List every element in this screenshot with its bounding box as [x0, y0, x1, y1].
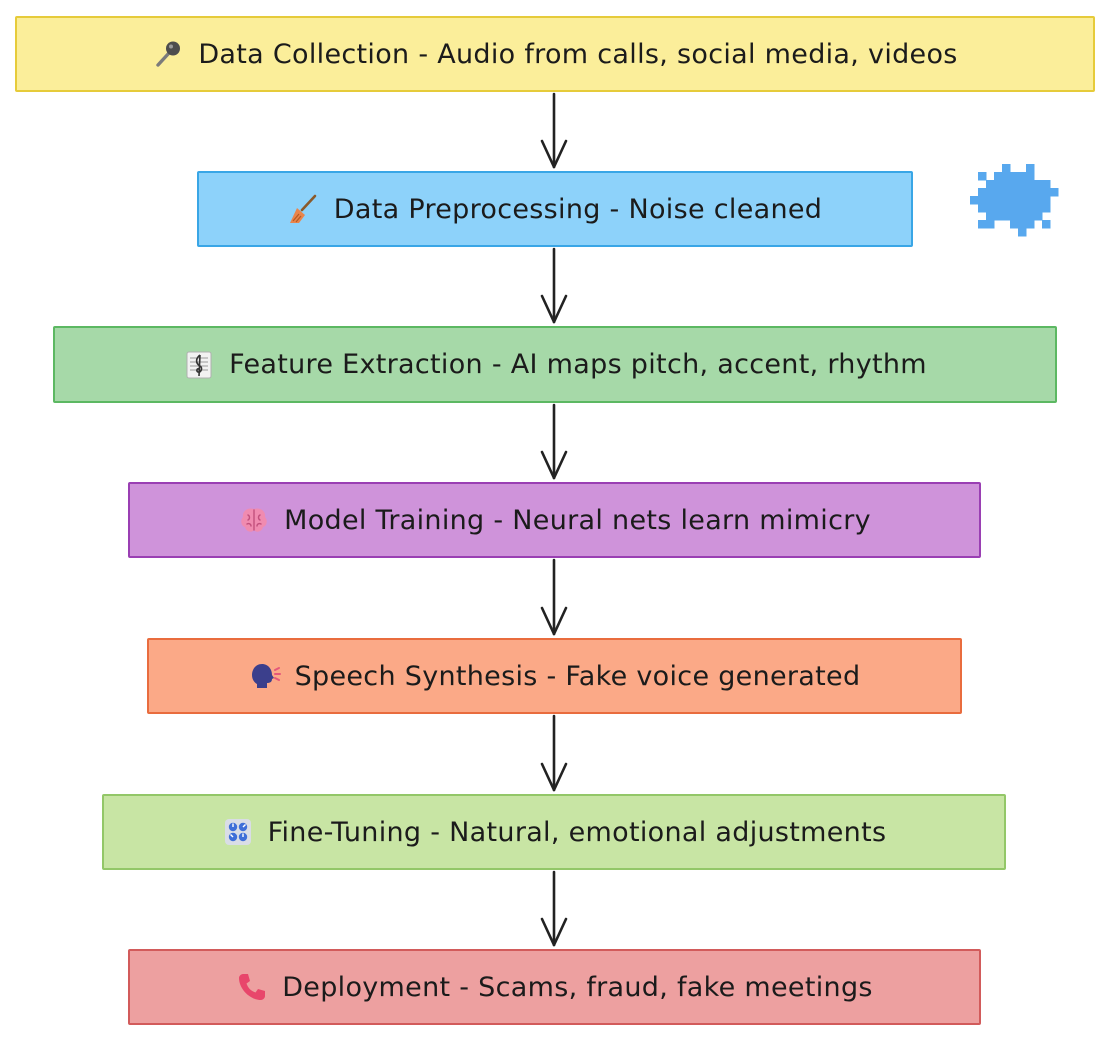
flow-arrow-head	[540, 606, 568, 636]
step-label: Data Collection - Audio from calls, soci…	[198, 38, 958, 70]
step-deployment: Deployment - Scams, fraud, fake meetings	[128, 949, 981, 1025]
logo-pixel	[986, 220, 995, 229]
logo-pixel	[1018, 228, 1027, 237]
logo-pixel	[1010, 180, 1019, 189]
step-label: Deployment - Scams, fraud, fake meetings	[282, 971, 873, 1003]
logo-pixel	[1018, 212, 1027, 221]
step-feature-extraction: Feature Extraction - AI maps pitch, acce…	[53, 326, 1057, 403]
step-label: Feature Extraction - AI maps pitch, acce…	[229, 349, 927, 380]
sheet-music-icon	[183, 349, 215, 381]
logo-pixel	[994, 188, 1003, 197]
logo-pixel	[1026, 220, 1035, 229]
step-data-collection: Data Collection - Audio from calls, soci…	[15, 16, 1095, 92]
logo-pixel	[1002, 196, 1011, 205]
logo-pixel	[1034, 204, 1043, 213]
logo-pixel	[1002, 212, 1011, 221]
logo-pixel	[978, 220, 987, 229]
brain-icon	[238, 504, 270, 536]
logo-pixel	[1042, 188, 1051, 197]
logo-pixel	[1026, 172, 1035, 181]
flow-arrow-head	[540, 139, 568, 169]
logo-pixel	[1018, 220, 1027, 229]
broom-icon	[288, 193, 320, 225]
step-label: Data Preprocessing - Noise cleaned	[333, 193, 823, 225]
logo-pixel	[986, 204, 995, 213]
flow-arrow-head	[540, 917, 568, 947]
logo-pixel	[1018, 204, 1027, 213]
logo-pixel	[986, 212, 995, 221]
microphone-icon	[152, 38, 184, 70]
logo-pixel	[1050, 188, 1059, 197]
logo-pixel	[1026, 188, 1035, 197]
logo-pixel	[1026, 212, 1035, 221]
logo-pixel	[1018, 172, 1027, 181]
logo-pixel	[1034, 212, 1043, 221]
flow-arrow-head	[540, 450, 568, 480]
logo-pixel	[978, 196, 987, 205]
logo-pixel	[1010, 196, 1019, 205]
pixel-blob-logo	[968, 162, 1060, 246]
logo-pixel	[1018, 180, 1027, 189]
logo-pixel	[1010, 212, 1019, 221]
logo-pixel	[986, 196, 995, 205]
logo-pixel	[1010, 220, 1019, 229]
logo-pixel	[994, 204, 1003, 213]
step-speech-synthesis: Speech Synthesis - Fake voice generated	[147, 638, 962, 714]
logo-pixel	[970, 196, 979, 205]
logo-pixel	[978, 172, 987, 181]
logo-pixel	[1002, 164, 1011, 173]
logo-pixel	[994, 212, 1003, 221]
step-model-training: Model Training - Neural nets learn mimic…	[128, 482, 981, 558]
logo-pixel	[1018, 196, 1027, 205]
logo-pixel	[1026, 196, 1035, 205]
logo-pixel	[986, 180, 995, 189]
logo-pixel	[1042, 196, 1051, 205]
logo-pixel	[1026, 204, 1035, 213]
flow-arrow-head	[540, 762, 568, 792]
logo-pixel	[994, 196, 1003, 205]
logo-pixel	[978, 188, 987, 197]
step-data-preprocessing: Data Preprocessing - Noise cleaned	[197, 171, 913, 247]
step-label: Fine-Tuning - Natural, emotional adjustm…	[267, 816, 887, 848]
logo-pixel	[1034, 180, 1043, 189]
logo-pixel	[1010, 204, 1019, 213]
logo-pixel	[1018, 188, 1027, 197]
logo-pixel	[994, 172, 1003, 181]
logo-pixel	[986, 188, 995, 197]
step-label: Speech Synthesis - Fake voice generated	[294, 660, 861, 692]
telephone-receiver-icon	[236, 971, 268, 1003]
logo-pixel	[1034, 188, 1043, 197]
logo-pixel	[1026, 164, 1035, 173]
flow-arrow-head	[540, 294, 568, 324]
logo-pixel	[1002, 204, 1011, 213]
logo-pixel	[1010, 172, 1019, 181]
logo-pixel	[1010, 188, 1019, 197]
logo-pixel	[1042, 220, 1051, 229]
logo-pixel	[994, 180, 1003, 189]
logo-pixel	[1002, 180, 1011, 189]
logo-pixel	[1002, 188, 1011, 197]
logo-pixel	[1026, 180, 1035, 189]
logo-pixel	[1002, 172, 1011, 181]
logo-pixel	[1042, 180, 1051, 189]
step-label: Model Training - Neural nets learn mimic…	[284, 504, 871, 536]
control-knobs-icon	[222, 816, 254, 848]
step-fine-tuning: Fine-Tuning - Natural, emotional adjustm…	[102, 794, 1006, 870]
speaking-head-icon	[249, 660, 281, 692]
logo-pixel	[978, 204, 987, 213]
logo-pixel	[1042, 204, 1051, 213]
logo-pixel	[1034, 196, 1043, 205]
